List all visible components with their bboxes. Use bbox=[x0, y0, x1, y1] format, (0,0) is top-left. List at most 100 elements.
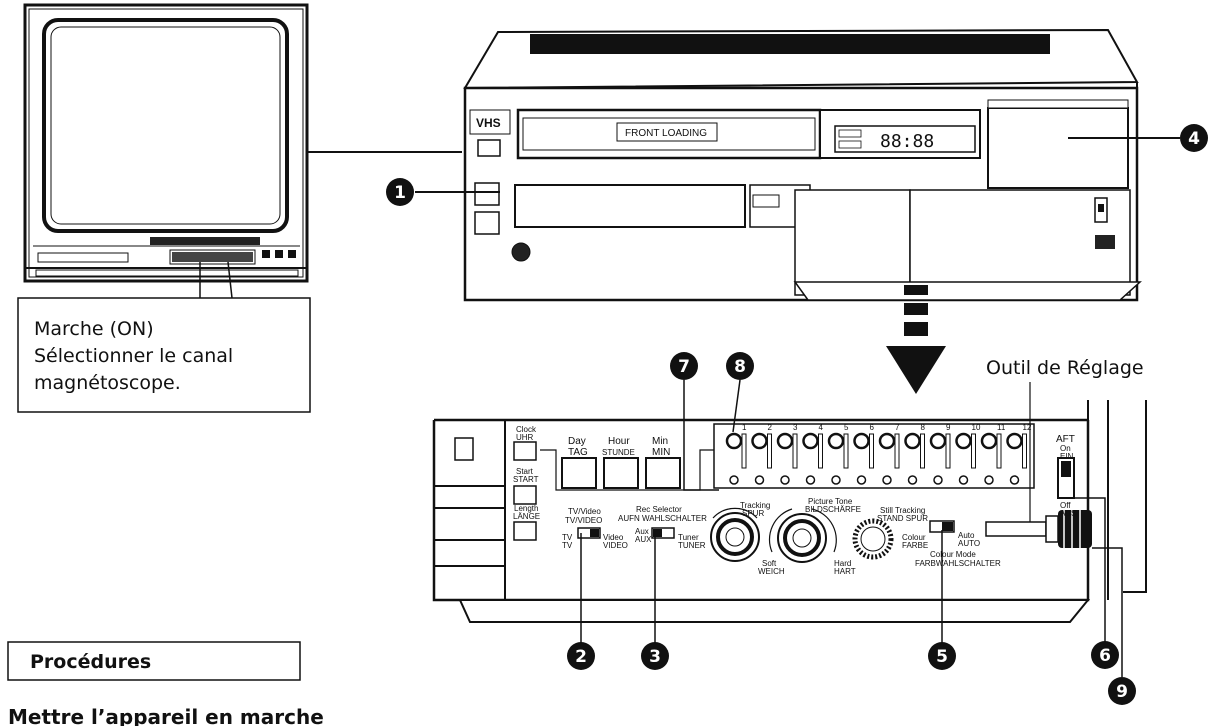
tv-note-box bbox=[17, 297, 311, 413]
tv-note-line-3: magnétoscope. bbox=[34, 372, 181, 394]
vcr-timer-panel bbox=[794, 189, 911, 296]
hour-button bbox=[603, 457, 639, 489]
tv-video-switch bbox=[577, 527, 601, 539]
callout-number-1: 1 bbox=[394, 183, 406, 203]
callout-number-8: 8 bbox=[734, 357, 746, 377]
start-button bbox=[513, 485, 537, 505]
channel-knob-11: 11 bbox=[980, 423, 1006, 485]
aux-label-de: AUX bbox=[635, 535, 652, 544]
callout-number-4: 4 bbox=[1188, 129, 1200, 149]
tracking-label-de: SPUR bbox=[742, 509, 764, 518]
tv-video-title-en: TV/Video bbox=[568, 507, 601, 516]
channel-knob-9: 9 bbox=[929, 423, 951, 485]
callout-7: 7 bbox=[670, 352, 698, 380]
rec-selector-en: Rec Selector bbox=[636, 505, 682, 514]
channel-knob-1: 1 bbox=[725, 423, 747, 485]
tv-note-line-2: Sélectionner le canal bbox=[34, 345, 233, 367]
still-tracking-en: Still Tracking bbox=[880, 506, 925, 515]
tool-label: Outil de Réglage bbox=[986, 357, 1144, 379]
picture-tone-de: BILDSCHÄRFE bbox=[805, 505, 861, 514]
colour-label-de: FARBE bbox=[902, 541, 928, 550]
soft-label-en: Soft bbox=[762, 559, 777, 568]
callout-4: 4 bbox=[1180, 124, 1208, 152]
rec-selector-switch bbox=[651, 527, 675, 539]
channel-knob-5: 5 bbox=[827, 423, 849, 485]
callout-number-5: 5 bbox=[936, 647, 948, 667]
video-label-en: Video bbox=[603, 533, 624, 542]
hard-label-en: Hard bbox=[834, 559, 851, 568]
tracking-knob bbox=[710, 507, 760, 562]
channel-label-2: 2 bbox=[768, 423, 773, 432]
channel-knob-10: 10 bbox=[955, 423, 981, 485]
timer-button-grid bbox=[987, 99, 1129, 189]
zoomed-control-panel bbox=[432, 400, 1147, 623]
aux-label-en: Aux bbox=[635, 527, 649, 536]
adjustment-tool bbox=[985, 382, 1092, 548]
clock-label-en: Clock bbox=[516, 425, 537, 434]
callout-8: 8 bbox=[726, 352, 754, 380]
callout-number-2: 2 bbox=[575, 647, 587, 667]
length-label-de: LÄNGE bbox=[513, 512, 540, 521]
transport-buttons bbox=[514, 184, 746, 228]
day-label-en: Day bbox=[568, 436, 586, 447]
channel-label-1: 1 bbox=[742, 423, 747, 432]
callout-9: 9 bbox=[1108, 677, 1136, 705]
aft-label: AFT bbox=[1056, 434, 1075, 445]
channel-knob-2: 2 bbox=[751, 423, 773, 485]
front-loading-label: FRONT LOADING bbox=[625, 128, 707, 139]
vcr-top-vents bbox=[530, 34, 1050, 54]
channel-label-7: 7 bbox=[895, 423, 900, 432]
channel-label-6: 6 bbox=[870, 423, 875, 432]
min-label-de: MIN bbox=[652, 447, 670, 458]
channel-label-8: 8 bbox=[921, 423, 926, 432]
picture-tone-knob bbox=[768, 508, 837, 563]
tv-note-line-1: Marche (ON) bbox=[34, 318, 154, 340]
tv-screen bbox=[42, 18, 289, 233]
aft-on-en: On bbox=[1060, 444, 1071, 453]
tv-label-en: TV bbox=[562, 533, 573, 542]
vcr-tuning-panel bbox=[909, 189, 1131, 296]
procedures-box bbox=[7, 641, 301, 681]
colour-label-en: Colour bbox=[902, 533, 926, 542]
channel-label-10: 10 bbox=[972, 423, 981, 432]
channel-label-3: 3 bbox=[793, 423, 798, 432]
auto-label-en: Auto bbox=[958, 531, 975, 540]
tv-tuner-buttons bbox=[172, 252, 253, 262]
callout-6: 6 bbox=[1091, 641, 1119, 669]
start-label-en: Start bbox=[516, 467, 534, 476]
callout-number-9: 9 bbox=[1116, 682, 1128, 702]
day-label-de: TAG bbox=[568, 447, 588, 458]
television bbox=[23, 3, 309, 283]
callout-number-3: 3 bbox=[649, 647, 661, 667]
callout-number-6: 6 bbox=[1099, 646, 1111, 666]
aft-off-en: Off bbox=[1060, 501, 1071, 510]
display-time: 88:88 bbox=[880, 131, 934, 152]
picture-tone-en: Picture Tone bbox=[808, 497, 853, 506]
channel-knob-8: 8 bbox=[904, 423, 926, 485]
tv-video-title-de: TV/VIDEO bbox=[565, 516, 602, 525]
day-button bbox=[561, 457, 597, 489]
hour-label-en: Hour bbox=[608, 436, 630, 447]
tracking-label-en: Tracking bbox=[740, 501, 770, 510]
length-label-en: Length bbox=[514, 504, 538, 513]
front-loading-door bbox=[616, 122, 718, 142]
channel-label-4: 4 bbox=[819, 423, 824, 432]
aft-on-de: EIN bbox=[1060, 452, 1074, 461]
video-label-de: VIDEO bbox=[603, 541, 628, 550]
hard-label-de: HART bbox=[834, 567, 856, 576]
clock-button bbox=[513, 441, 537, 461]
zoom-arrow bbox=[886, 285, 946, 394]
clock-label-de: UHR bbox=[516, 433, 534, 442]
auto-label-de: AUTO bbox=[958, 539, 980, 548]
channel-label-12: 12 bbox=[1023, 423, 1032, 432]
callout-1: 1 bbox=[386, 178, 414, 206]
vhs-logo: VHS bbox=[476, 116, 501, 130]
channel-knob-3: 3 bbox=[776, 423, 798, 485]
rec-selector-de: AUFN WAHLSCHALTER bbox=[618, 514, 707, 523]
bottom-instruction: Mettre l’appareil en marche bbox=[8, 705, 324, 726]
channel-label-5: 5 bbox=[844, 423, 849, 432]
soft-label-de: WEICH bbox=[758, 567, 785, 576]
callout-number-7: 7 bbox=[678, 357, 690, 377]
